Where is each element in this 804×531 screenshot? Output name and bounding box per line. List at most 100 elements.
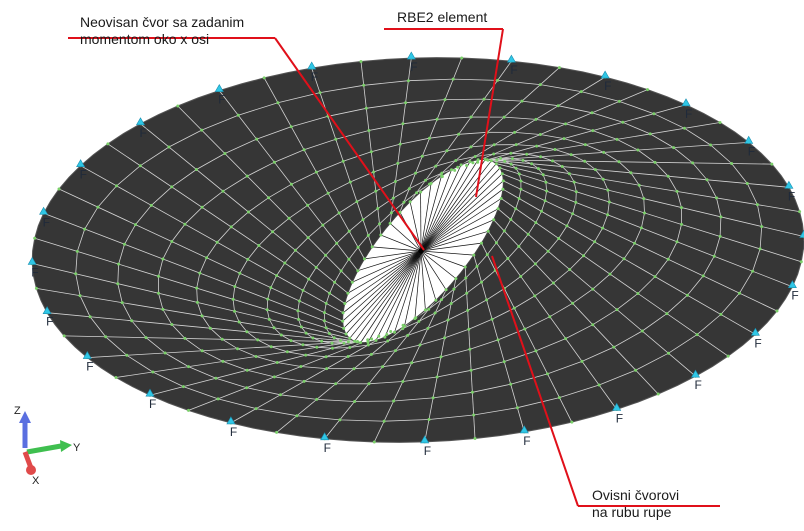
mesh-node [667,351,670,355]
mesh-node [490,317,494,321]
mesh-node [551,281,555,285]
mesh-node [541,173,545,177]
mesh-node [726,354,730,358]
mesh-node [745,182,749,185]
rbe2-spoke [347,250,422,294]
constraint-triangle-icon [307,61,317,70]
mesh-node [236,113,240,117]
mesh-node [187,408,190,412]
mesh-radial-line [32,263,350,339]
mesh-node [265,308,269,312]
mesh-node [517,244,521,248]
mesh-node [643,211,646,215]
mesh-node [607,200,611,204]
rbe2-spoke [420,250,457,279]
mesh-node [236,347,239,351]
rbe2-spoke [342,250,422,322]
mesh-node [468,347,472,351]
mesh-node [385,333,389,336]
mesh-node [355,340,359,344]
rbe2-spoke [380,234,422,252]
constraint-label: F [616,411,623,425]
mesh-node [161,257,165,261]
mesh-node [557,237,561,240]
mesh-node [401,327,405,331]
mesh-node [326,191,330,195]
mesh-node [799,260,803,264]
mesh-radial-line [324,300,437,440]
mesh-node [485,158,489,162]
mesh-node [502,115,506,119]
mesh-node [591,287,595,291]
mesh-node [355,200,359,204]
dependent-node [454,277,458,281]
mesh-node [546,249,550,253]
mesh-node [502,229,506,233]
mesh-node [324,355,328,359]
mesh-node [602,150,606,154]
mesh-node [465,164,469,167]
rbe2-spoke [367,250,422,343]
mesh-node [117,262,121,266]
mesh-node [406,79,410,83]
mesh-node [295,414,299,418]
constraint-label: F [140,126,147,140]
dependent-node [496,207,500,211]
mesh-node [574,190,578,194]
mesh-node [526,232,530,236]
mesh-node [470,390,474,394]
mesh-node [719,215,723,219]
mesh-node [473,155,477,158]
mesh-node [571,212,575,216]
mesh-node [341,159,345,163]
mesh-node [275,430,279,434]
mesh-radial-line [389,58,412,224]
mesh-node [348,346,352,349]
mesh-node [569,153,573,157]
mesh-node [564,337,568,341]
mesh-node [556,104,560,108]
callout-rbe2: RBE2 element [397,9,487,26]
mesh-node [426,326,430,330]
mesh-node [289,125,293,129]
constraint-label: F [218,93,225,107]
dependent-node [348,336,352,340]
mesh-node [521,158,525,162]
mesh-node [492,152,496,156]
mesh-node [509,151,513,155]
mesh-node [364,106,368,110]
dependent-node [388,221,392,225]
mesh-node [306,236,310,240]
mesh-node [333,280,337,284]
mesh-radial-line [502,173,793,288]
constraint-label: F [788,189,795,203]
dependent-node [476,158,480,162]
mesh-node [391,196,395,200]
mesh-node [272,375,276,379]
mesh-node [431,396,435,400]
callout-rbe2-line-1: RBE2 element [397,9,488,25]
mesh-node [683,126,686,130]
dependent-node [344,332,348,336]
mesh-node [311,336,315,340]
mesh-node [414,316,418,320]
rbe2-spoke [420,173,503,252]
mesh-node [512,306,516,310]
mesh-node [427,307,431,311]
mesh-node [367,382,371,386]
mesh-node [407,187,411,191]
mesh-node [545,189,549,193]
mesh-node [216,397,220,401]
mesh-node [523,327,527,331]
mesh-node [200,349,204,353]
mesh-node [401,122,405,126]
mesh-node [276,101,280,105]
mesh-node [553,148,557,151]
mesh-node [467,327,471,331]
mesh-node [730,162,734,165]
dependent-node [444,288,448,292]
axis-x-head [26,465,36,475]
rbe2-spoke [354,250,422,342]
dependent-node [499,197,503,200]
mesh-node [427,418,431,421]
